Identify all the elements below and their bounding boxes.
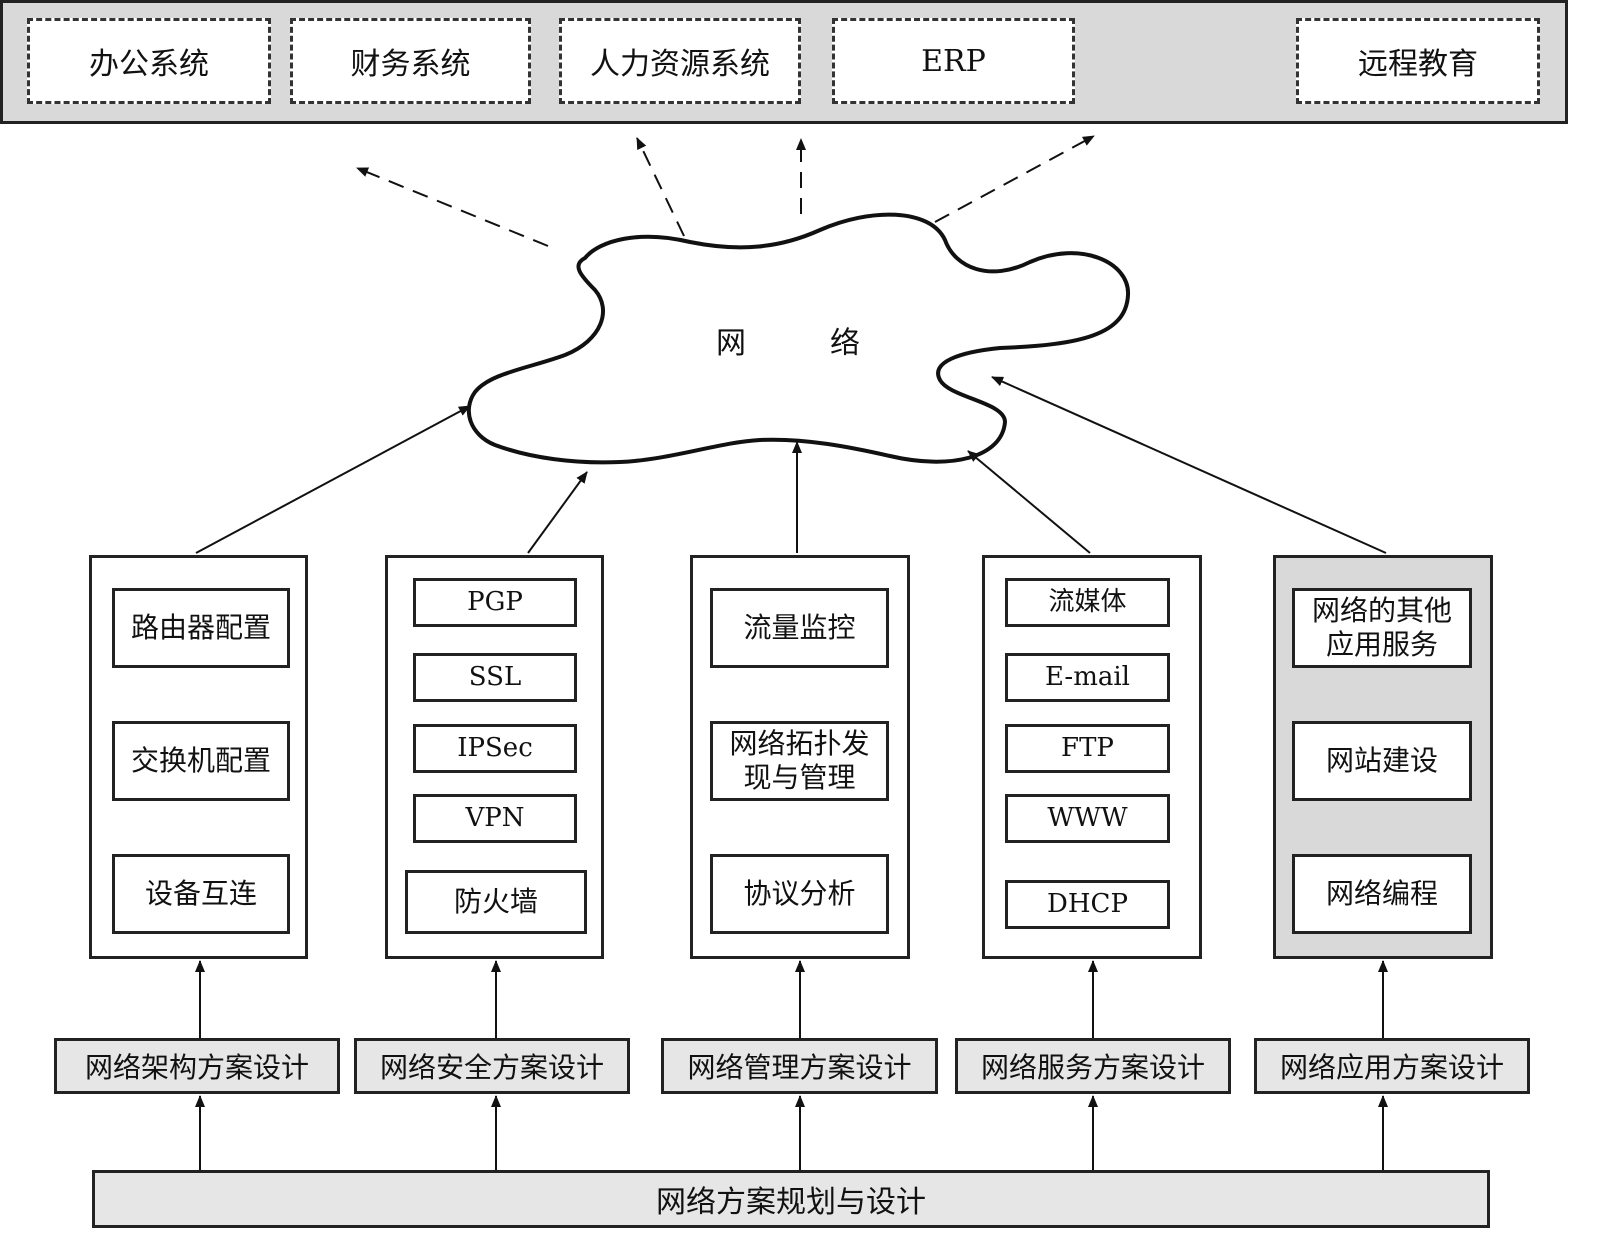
- item-vpn: VPN: [413, 794, 577, 843]
- arrow-cloud-to-office: [356, 167, 549, 247]
- item-dhcp: DHCP: [1005, 880, 1170, 929]
- planning-base-bar: 网络方案规划与设计: [92, 1170, 1490, 1228]
- item-email: E-mail: [1005, 653, 1170, 702]
- design-service: 网络服务方案设计: [955, 1038, 1231, 1094]
- item-ssl: SSL: [413, 653, 577, 702]
- network-cloud: [466, 212, 1131, 465]
- cloud-label: 网 络: [660, 310, 920, 370]
- item-network-programming: 网络编程: [1292, 854, 1472, 934]
- design-architecture: 网络架构方案设计: [54, 1038, 340, 1094]
- arrow-security-to-cloud: [527, 471, 588, 554]
- item-firewall: 防火墙: [405, 870, 587, 934]
- arrow-cloud-to-hr: [636, 137, 685, 237]
- item-router-config: 路由器配置: [112, 588, 290, 668]
- item-www: WWW: [1005, 794, 1170, 843]
- item-pgp: PGP: [413, 578, 577, 627]
- arrow-application-to-cloud: [991, 376, 1387, 554]
- item-device-interconnect: 设备互连: [112, 854, 290, 934]
- item-ftp: FTP: [1005, 724, 1170, 773]
- app-remote-education: 远程教育: [1296, 18, 1540, 104]
- design-security: 网络安全方案设计: [354, 1038, 630, 1094]
- app-erp: ERP: [832, 18, 1075, 104]
- item-ipsec: IPSec: [413, 724, 577, 773]
- arrow-architecture-to-cloud: [195, 405, 471, 554]
- app-hr: 人力资源系统: [559, 18, 801, 104]
- item-streaming: 流媒体: [1005, 578, 1170, 627]
- item-other-services: 网络的其他应用服务: [1292, 588, 1472, 668]
- design-application: 网络应用方案设计: [1254, 1038, 1530, 1094]
- item-topology-discovery: 网络拓扑发现与管理: [710, 721, 889, 801]
- design-management: 网络管理方案设计: [661, 1038, 938, 1094]
- arrow-cloud-to-remote: [934, 135, 1095, 223]
- item-traffic-monitoring: 流量监控: [710, 588, 889, 668]
- app-finance: 财务系统: [290, 18, 531, 104]
- arrow-service-to-cloud: [967, 450, 1091, 554]
- cloud-label-left: 网: [716, 326, 750, 361]
- item-protocol-analysis: 协议分析: [710, 854, 889, 934]
- item-website-building: 网站建设: [1292, 721, 1472, 801]
- item-switch-config: 交换机配置: [112, 721, 290, 801]
- cloud-label-right: 络: [830, 326, 864, 361]
- app-office: 办公系统: [27, 18, 271, 104]
